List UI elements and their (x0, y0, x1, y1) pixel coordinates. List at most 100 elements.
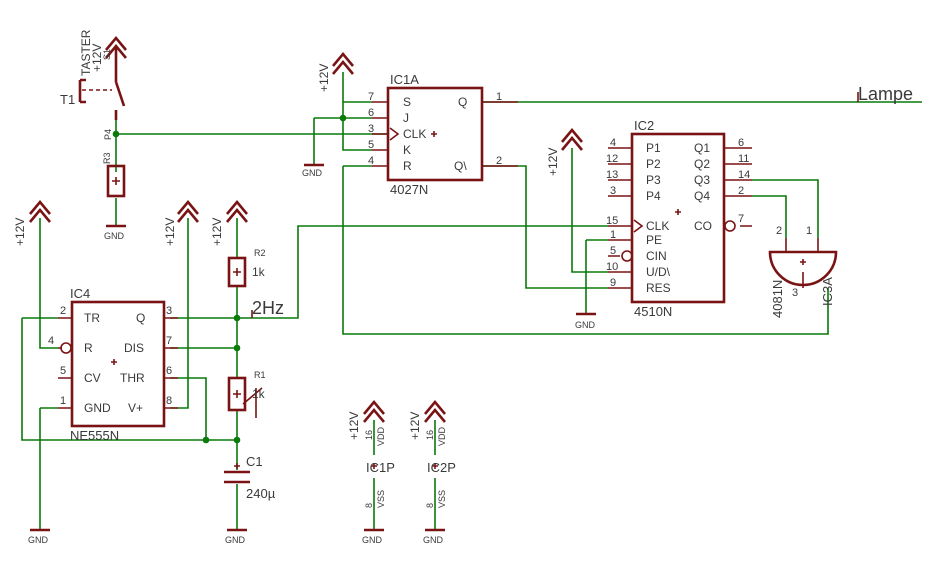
vcc-arrow-icon (226, 199, 248, 223)
ic4-pin-label: DIS (124, 341, 144, 355)
ic1a-pin-number: 2 (496, 155, 502, 167)
ic3a-pin-number: 1 (806, 225, 812, 237)
ic3a-part: 4081N (770, 280, 785, 318)
ic1a-pin-qn: Q\ (454, 159, 467, 173)
switch-pin-s1: S1 (102, 49, 112, 60)
ic2-pin-label: U/D\ (646, 265, 671, 279)
ic2-pin-number: 7 (738, 213, 744, 225)
vcc-arrow-icon (29, 199, 51, 223)
ic4-pin-label: R (84, 341, 93, 355)
ic1p-vdd-pin: 16 (364, 430, 374, 440)
ic1a-pin-number: 1 (496, 91, 502, 103)
vcc-arrow-icon (332, 51, 354, 75)
ic1a-chip: IC1A 4027N S J CLK K R Q Q\ 7 6 3 5 4 1 … (368, 72, 518, 197)
ic4-pin-label: TR (84, 311, 100, 325)
vcc-arrow-icon (363, 399, 385, 423)
power-part-ic2p: IC2P 16 VDD 8 VSS (425, 426, 456, 508)
ic3a-name: IC3A (820, 277, 835, 306)
ic2p-vdd-pin: 16 (425, 430, 435, 440)
ic3a-pin-number: 2 (776, 225, 782, 237)
lamp-label: Lampe (858, 84, 913, 104)
vcc-label: +12V (90, 44, 104, 72)
ic1a-pin-number: 4 (368, 155, 374, 167)
ic2-pin-number: 4 (610, 137, 616, 149)
ic4-pin-label: Q (136, 311, 145, 325)
gnd-label: GND (575, 320, 596, 330)
r2-name: R2 (254, 248, 266, 258)
ic2-pin-number: 1 (610, 229, 616, 241)
ic1p-vdd-label: VDD (376, 426, 386, 446)
ic2p-vss-pin: 8 (425, 503, 435, 508)
clock-label: 2Hz (252, 298, 284, 318)
vcc-arrow-icon (561, 127, 583, 151)
vcc-label: +12V (210, 218, 224, 246)
ic2-pin-number: 10 (606, 261, 618, 273)
ic2-pin-number: 11 (738, 153, 749, 165)
ic2-pin-label: Q2 (694, 157, 710, 171)
gnd-label: GND (362, 535, 383, 545)
ic2-pin-number: 5 (610, 245, 616, 257)
ic2-pin-label: RES (646, 281, 671, 295)
junction-dot (112, 130, 120, 138)
switch-type: TASTER (79, 29, 93, 76)
ic1a-pin-number: 6 (368, 107, 374, 119)
ic2-chip: IC2 4510N P1 P2 P3 P4 CLK PE CIN U/D\ RE… (606, 118, 752, 319)
ic2-name: IC2 (634, 118, 654, 133)
r1-value: 1k (252, 387, 266, 401)
junction-dot (233, 436, 241, 444)
vcc-label: +12V (163, 218, 177, 246)
vcc-label: +12V (317, 64, 331, 92)
ic2-pin-number: 13 (606, 169, 618, 181)
ic1a-pin-clk: CLK (403, 127, 426, 141)
ic4-555-timer: IC4 NE555N TR R CV GND Q DIS THR V+ 2 4 … (48, 286, 178, 443)
resistor-r2: R2 1k (227, 248, 266, 288)
ic2p-vdd-label: VDD (437, 426, 447, 446)
gnd-label: GND (28, 535, 49, 545)
ic1a-pin-number: 3 (368, 123, 374, 135)
r1-name: R1 (254, 370, 266, 380)
ic4-pin-number: 4 (48, 335, 54, 347)
junction-dot (339, 114, 347, 122)
ic2-pin-number: 9 (610, 277, 616, 289)
ic1a-pin-number: 7 (368, 91, 374, 103)
ic2-pin-label: Q3 (694, 173, 710, 187)
gnd-label: GND (302, 168, 323, 178)
switch-name: T1 (60, 92, 75, 107)
ic2p-name: IC2P (427, 460, 456, 475)
vcc-label: +12V (13, 218, 27, 246)
ic4-pin-number: 3 (166, 305, 172, 317)
ic1a-pin-r: R (403, 159, 412, 173)
ic4-pin-number: 6 (166, 365, 172, 377)
ic2-pin-label: P1 (646, 141, 661, 155)
vcc-arrow-icon (177, 199, 199, 223)
switch-t1: T1 TASTER S1 P4 (60, 29, 126, 140)
ic1p-vss-label: VSS (376, 490, 386, 508)
ic2-pin-number: 2 (738, 185, 744, 197)
capacitor-c1: C1 240µ (224, 454, 276, 501)
ic2-pin-label: P4 (646, 189, 661, 203)
vcc-label: +12V (347, 412, 361, 440)
junction-dot (233, 314, 241, 322)
ic2-pin-label: P3 (646, 173, 661, 187)
ic1a-pin-k: K (403, 143, 411, 157)
ic2-pin-label: CLK (646, 219, 669, 233)
ic4-pin-number: 2 (60, 305, 66, 317)
power-part-ic1p: IC1P 16 VDD 8 VSS (364, 426, 395, 508)
ic4-pin-number: 8 (166, 395, 172, 407)
ic2-pin-label: Q4 (694, 189, 710, 203)
r2-value: 1k (252, 265, 266, 279)
ic2-pin-number: 14 (738, 169, 750, 181)
supply-labels: +12V +12V +12V +12V +12V +12V +12V +12V … (13, 44, 596, 545)
ic1a-name: IC1A (390, 72, 419, 87)
ic4-name: IC4 (70, 286, 90, 301)
ic4-pin-label: V+ (128, 401, 143, 415)
resistor-r1: R1 1k (227, 370, 266, 418)
resistor-r3: R3 (102, 152, 126, 198)
ic2-part: 4510N (634, 304, 672, 319)
ic1a-part: 4027N (390, 182, 428, 197)
gnd-label: GND (104, 231, 125, 241)
switch-pin-p4: P4 (103, 129, 113, 140)
ic4-pin-label: CV (84, 371, 101, 385)
ic3a-and-gate: 2 1 3 4081N IC3A (768, 225, 838, 318)
